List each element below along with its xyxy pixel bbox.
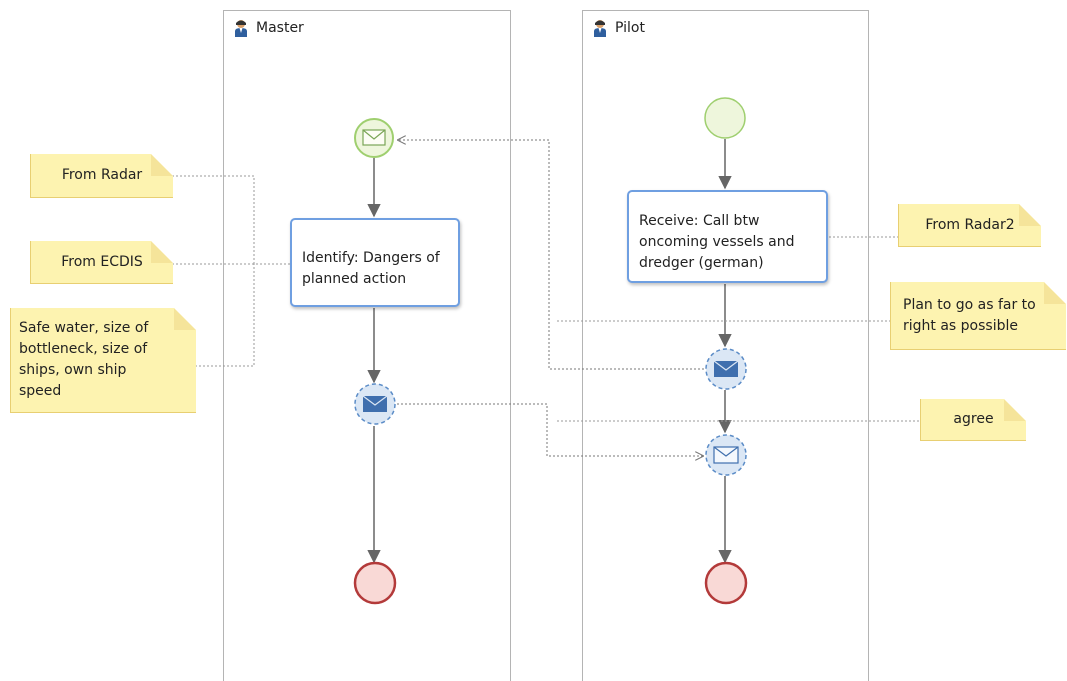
note-from-radar[interactable]: From Radar xyxy=(30,154,173,198)
user-icon xyxy=(235,20,247,37)
task-receive-call[interactable]: Receive: Call btw oncoming vessels and d… xyxy=(627,190,828,283)
note-from-radar2[interactable]: From Radar2 xyxy=(898,204,1041,247)
envelope-icon xyxy=(713,446,739,464)
task-identify-label: Identify: Dangers of planned action xyxy=(302,249,440,287)
note-agree-text: agree xyxy=(953,411,994,427)
envelope-filled-icon xyxy=(362,395,388,412)
task-receive-label: Receive: Call btw oncoming vessels and d… xyxy=(639,213,795,271)
envelope-icon xyxy=(362,129,386,146)
note-from-ecdis-text: From ECDIS xyxy=(61,253,143,270)
lane-pilot-header: Pilot xyxy=(593,19,645,37)
association xyxy=(172,175,255,264)
start-event[interactable] xyxy=(704,97,746,139)
note-from-radar2-text: From Radar2 xyxy=(925,216,1015,233)
note-safe-water-text: Safe water, size of bottleneck, size of … xyxy=(19,320,149,399)
note-agree[interactable]: agree xyxy=(920,399,1026,441)
lane-pilot-label: Pilot xyxy=(615,20,645,36)
note-plan-far-right[interactable]: Plan to go as far to right as possible xyxy=(890,282,1066,350)
message-flow[interactable] xyxy=(397,403,703,456)
end-event[interactable] xyxy=(353,561,397,605)
task-identify-dangers[interactable]: Identify: Dangers of planned action xyxy=(290,218,460,307)
user-icon xyxy=(594,20,606,37)
end-event[interactable] xyxy=(704,561,748,605)
note-safe-water[interactable]: Safe water, size of bottleneck, size of … xyxy=(10,308,196,413)
note-plan-text: Plan to go as far to right as possible xyxy=(903,296,1036,334)
message-throw-event[interactable] xyxy=(354,383,396,425)
lane-master-header: Master xyxy=(234,19,304,37)
association xyxy=(195,264,255,367)
note-from-radar-text: From Radar xyxy=(61,167,143,183)
note-from-ecdis[interactable]: From ECDIS xyxy=(30,241,173,284)
message-flow[interactable] xyxy=(398,140,704,370)
message-start-event[interactable] xyxy=(354,118,394,158)
lane-master-label: Master xyxy=(256,20,304,36)
message-throw-event[interactable] xyxy=(705,348,747,390)
message-catch-event[interactable] xyxy=(705,434,747,476)
envelope-filled-icon xyxy=(713,360,739,377)
